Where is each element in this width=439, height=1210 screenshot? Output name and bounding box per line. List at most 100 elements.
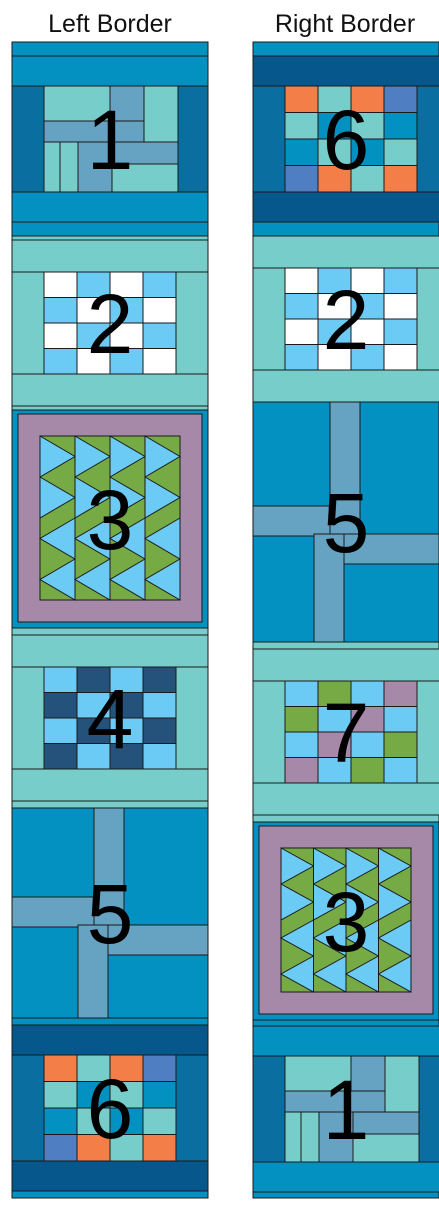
block-number-label: 5 xyxy=(323,476,370,570)
grid-square xyxy=(143,272,176,298)
grid-square xyxy=(384,681,417,707)
grid-square xyxy=(44,667,77,693)
right-border-column: 6 2 5 7 3 1 xyxy=(253,42,439,1198)
grid-square xyxy=(44,323,77,349)
grid-square xyxy=(44,1055,77,1082)
grid-square xyxy=(44,1135,77,1162)
block-6: 6 xyxy=(253,42,439,236)
block-1: 1 xyxy=(253,1020,439,1198)
grid-square xyxy=(285,86,318,113)
grid-square xyxy=(143,1108,176,1135)
block-number-label: 1 xyxy=(323,1063,370,1157)
bottom-band xyxy=(253,783,439,815)
block-2: 2 xyxy=(12,236,208,410)
block-number-label: 2 xyxy=(323,273,370,367)
grid-square xyxy=(44,298,77,324)
grid-square xyxy=(143,667,176,693)
top-band xyxy=(253,649,439,681)
grid-square xyxy=(44,272,77,298)
bottom-band xyxy=(12,374,208,406)
grid-square xyxy=(143,349,176,375)
grid-square xyxy=(285,268,318,294)
block-5: 5 xyxy=(253,402,439,642)
grid-square xyxy=(285,681,318,707)
grid-square xyxy=(285,732,318,758)
grid-square xyxy=(285,139,318,166)
strip xyxy=(285,1112,301,1162)
top-band xyxy=(12,1025,208,1055)
grid-square xyxy=(143,323,176,349)
top-band xyxy=(253,56,439,86)
block-number-label: 6 xyxy=(87,1062,134,1156)
block-number-label: 1 xyxy=(87,93,134,187)
right-border-heading: Right Border xyxy=(275,10,415,38)
grid-square xyxy=(143,693,176,719)
block-3: 3 xyxy=(253,822,439,1020)
grid-square xyxy=(44,744,77,770)
left-border-heading: Left Border xyxy=(48,10,172,38)
bottom-band xyxy=(253,370,439,402)
block-number-label: 3 xyxy=(87,473,134,567)
grid-square xyxy=(285,319,318,345)
grid-square xyxy=(384,139,417,166)
block-1: 1 xyxy=(12,42,208,236)
grid-square xyxy=(143,1135,176,1162)
grid-square xyxy=(285,345,318,371)
grid-square xyxy=(44,1108,77,1135)
grid-square xyxy=(285,166,318,193)
top-band xyxy=(12,635,208,667)
grid-square xyxy=(44,1082,77,1109)
grid-square xyxy=(143,298,176,324)
grid-square xyxy=(384,319,417,345)
block-number-label: 7 xyxy=(323,686,370,780)
grid-square xyxy=(285,294,318,320)
block-6: 6 xyxy=(12,1018,208,1198)
strip xyxy=(60,142,78,192)
bottom-band xyxy=(12,192,208,222)
grid-square xyxy=(285,707,318,733)
block-3: 3 xyxy=(12,410,208,628)
grid-square xyxy=(285,758,318,784)
block-number-label: 4 xyxy=(87,672,134,766)
grid-square xyxy=(143,1055,176,1082)
grid-square xyxy=(384,732,417,758)
top-band xyxy=(12,56,208,86)
grid-square xyxy=(384,268,417,294)
bottom-band xyxy=(253,192,439,222)
grid-square xyxy=(384,758,417,784)
grid-square xyxy=(285,113,318,140)
block-5: 5 xyxy=(12,808,208,1018)
grid-square xyxy=(143,1082,176,1109)
block-2: 2 xyxy=(253,236,439,402)
grid-square xyxy=(384,113,417,140)
grid-square xyxy=(143,718,176,744)
bottom-band xyxy=(253,1162,439,1192)
strip xyxy=(301,1112,319,1162)
strip xyxy=(44,142,60,192)
block-number-label: 3 xyxy=(323,875,370,969)
top-band xyxy=(253,1026,439,1056)
left-border-column: 1 2 3 4 5 6 xyxy=(12,42,208,1198)
grid-square xyxy=(384,707,417,733)
strip xyxy=(144,86,178,142)
block-number-label: 6 xyxy=(323,93,370,187)
grid-square xyxy=(384,294,417,320)
pinwheel-strip xyxy=(253,506,330,536)
grid-square xyxy=(143,744,176,770)
grid-square xyxy=(44,718,77,744)
grid-square xyxy=(384,166,417,193)
grid-square xyxy=(44,349,77,375)
block-number-label: 2 xyxy=(87,277,134,371)
block-7: 7 xyxy=(253,642,439,822)
block-number-label: 5 xyxy=(87,867,134,961)
grid-square xyxy=(44,693,77,719)
grid-square xyxy=(384,345,417,371)
bottom-band xyxy=(12,1161,208,1191)
block-4: 4 xyxy=(12,628,208,808)
bottom-band xyxy=(12,769,208,801)
top-band xyxy=(12,240,208,272)
pinwheel-strip xyxy=(12,897,94,927)
grid-square xyxy=(384,86,417,113)
